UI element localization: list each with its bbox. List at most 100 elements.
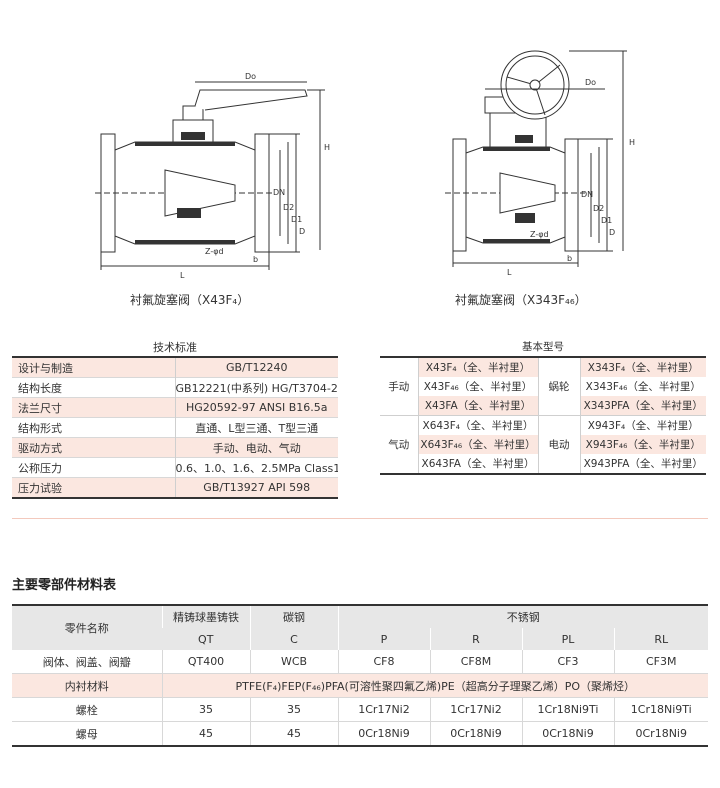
model-code: X643FA（全、半衬里） [417, 454, 539, 475]
dim-zd-label: Z-φd [530, 230, 549, 239]
model-code: X343PFA（全、半衬里） [579, 396, 706, 416]
dim-do-label: Do [245, 72, 256, 81]
dim-l-label: L [507, 268, 512, 277]
dim-do-label: Do [585, 78, 596, 87]
tech-row-value: HG20592-97 ANSI B16.5a [174, 397, 338, 418]
dim-b-label: b [253, 255, 258, 264]
tech-row-value: GB/T13927 API 598 [174, 477, 338, 498]
material-code: PL [521, 628, 614, 650]
model-table-title: 基本型号 [380, 337, 706, 358]
ductile-iron-header: 精铸球墨铸铁 [161, 604, 250, 628]
material-cell: 0Cr18Ni9 [613, 721, 708, 747]
material-cell: 0Cr18Ni9 [337, 721, 430, 747]
part-name: 内衬材料 [12, 673, 162, 698]
material-cell: 1Cr18Ni9Ti [521, 697, 614, 722]
dim-h-label: H [324, 143, 330, 152]
lining-materials: PTFE(F₄)FEP(F₄₆)PFA(可溶性聚四氟乙烯)PE（超高分子理聚乙烯… [161, 673, 708, 698]
model-code: X943F₄（全、半衬里） [579, 415, 706, 435]
model-row: X643F₄₆（全、半衬里） X943F₄₆（全、半衬里） [380, 435, 706, 454]
material-code: QT [162, 628, 250, 650]
tech-row-key: 法兰尺寸 [12, 397, 175, 418]
model-code: X943PFA（全、半衬里） [579, 454, 706, 475]
model-code: X643F₄（全、半衬里） [417, 415, 539, 435]
material-code: C [249, 628, 338, 650]
dim-zd-label: Z-φd [205, 247, 224, 256]
part-name: 螺栓 [12, 697, 162, 722]
tech-row-value: GB12221(中系列) HG/T3704-2003、ASME B 16.10 [174, 377, 338, 398]
material-cell: 45 [161, 721, 250, 747]
dim-l-label: L [180, 271, 185, 280]
dim-d1-label: D1 [291, 215, 302, 224]
drive-type-label: 气动 [380, 415, 418, 475]
tech-row-value: GB/T12240 [174, 357, 338, 378]
material-cell: 0Cr18Ni9 [521, 721, 614, 747]
dim-d2-label: D2 [593, 204, 604, 213]
part-name: 阀体、阀盖、阀瓣 [12, 650, 162, 674]
material-cell: CF8 [337, 650, 430, 674]
drive-type-label: 蜗轮 [548, 381, 570, 393]
material-cell: 35 [249, 697, 338, 722]
tech-row-key: 结构形式 [18, 421, 62, 435]
material-cell: CF8M [429, 650, 522, 674]
part-name: 螺母 [12, 721, 162, 747]
material-code: P [337, 628, 430, 650]
x43-caption: 衬氟旋塞阀（X43F₄） [130, 293, 250, 307]
stainless-steel-header: 不锈钢 [337, 604, 708, 628]
model-code: X43F₄（全、半衬里） [417, 357, 539, 377]
drive-type-label: 电动 [538, 415, 580, 475]
tech-table-title: 技术标准 [12, 337, 338, 358]
material-cell: 1Cr17Ni2 [337, 697, 430, 722]
material-cell: 45 [249, 721, 338, 747]
carbon-steel-header: 碳钢 [249, 604, 338, 628]
material-cell: 1Cr17Ni2 [429, 697, 522, 722]
tech-row-key: 驱动方式 [12, 437, 175, 458]
tech-row-value: 手动、电动、气动 [174, 437, 338, 458]
material-cell: 0Cr18Ni9 [429, 721, 522, 747]
x343-caption: 衬氟旋塞阀（X343F₄₆） [455, 293, 587, 307]
material-code: R [429, 628, 522, 650]
material-cell: WCB [249, 650, 338, 674]
x343-valve-drawing: Do H DN D2 D1 D Z-φd b L [445, 50, 635, 277]
model-code: X343F₄（全、半衬里） [579, 357, 706, 377]
tech-row: 结构形式 直通、L型三通、T型三通 [12, 417, 338, 438]
model-code: X943F₄₆（全、半衬里） [579, 435, 706, 454]
dim-dn-label: DN [273, 188, 285, 197]
dim-d-label: D [609, 228, 615, 237]
model-code: X343F₄₆（全、半衬里） [579, 377, 706, 396]
tech-row-key: 公称压力 [18, 461, 62, 475]
material-cell: CF3 [521, 650, 614, 674]
material-cell: 1Cr18Ni9Ti [613, 697, 708, 722]
model-row: X643FA（全、半衬里） X943PFA（全、半衬里） [380, 454, 706, 475]
material-cell: CF3M [613, 650, 708, 674]
materials-title: 主要零部件材料表 [12, 578, 117, 593]
dim-b-label: b [567, 254, 572, 263]
part-name-header: 零件名称 [12, 604, 162, 650]
tech-row: 驱动方式手动、电动、气动 [12, 437, 338, 458]
material-cell: 35 [161, 697, 250, 722]
dim-d2-label: D2 [283, 203, 294, 212]
tech-row-value: 直通、L型三通、T型三通 [174, 417, 338, 438]
dim-dn-label: DN [581, 190, 593, 199]
dim-h-label: H [629, 138, 635, 147]
model-row: X43FA（全、半衬里） X343PFA（全、半衬里） [380, 396, 706, 416]
model-row: X43F₄₆（全、半衬里）X343F₄₆（全、半衬里） [380, 377, 706, 396]
section-divider [12, 518, 708, 519]
model-code: X643F₄₆（全、半衬里） [417, 435, 539, 454]
model-code: X43FA（全、半衬里） [417, 396, 539, 416]
tech-row-key: 设计与制造 [12, 357, 175, 378]
tech-row-key: 压力试验 [12, 477, 175, 498]
